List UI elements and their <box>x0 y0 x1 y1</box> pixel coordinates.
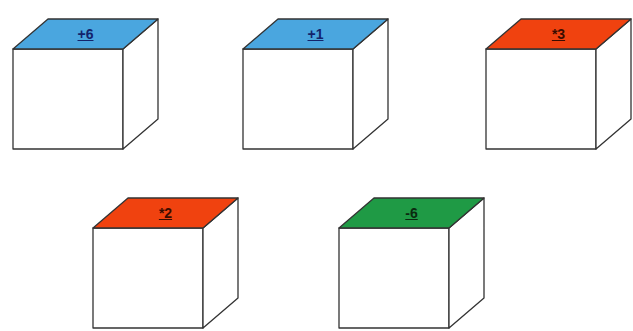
number-cube: *2 <box>92 197 239 329</box>
number-cube: -6 <box>338 197 485 329</box>
operation-label: *3 <box>481 25 633 43</box>
operation-label: +6 <box>8 25 163 43</box>
number-cube: *3 <box>485 18 632 150</box>
operation-label: -6 <box>334 204 489 222</box>
number-cube: +6 <box>12 18 159 150</box>
operation-label: *2 <box>88 204 243 222</box>
number-cube: +1 <box>242 18 389 150</box>
operation-label: +1 <box>238 25 393 43</box>
